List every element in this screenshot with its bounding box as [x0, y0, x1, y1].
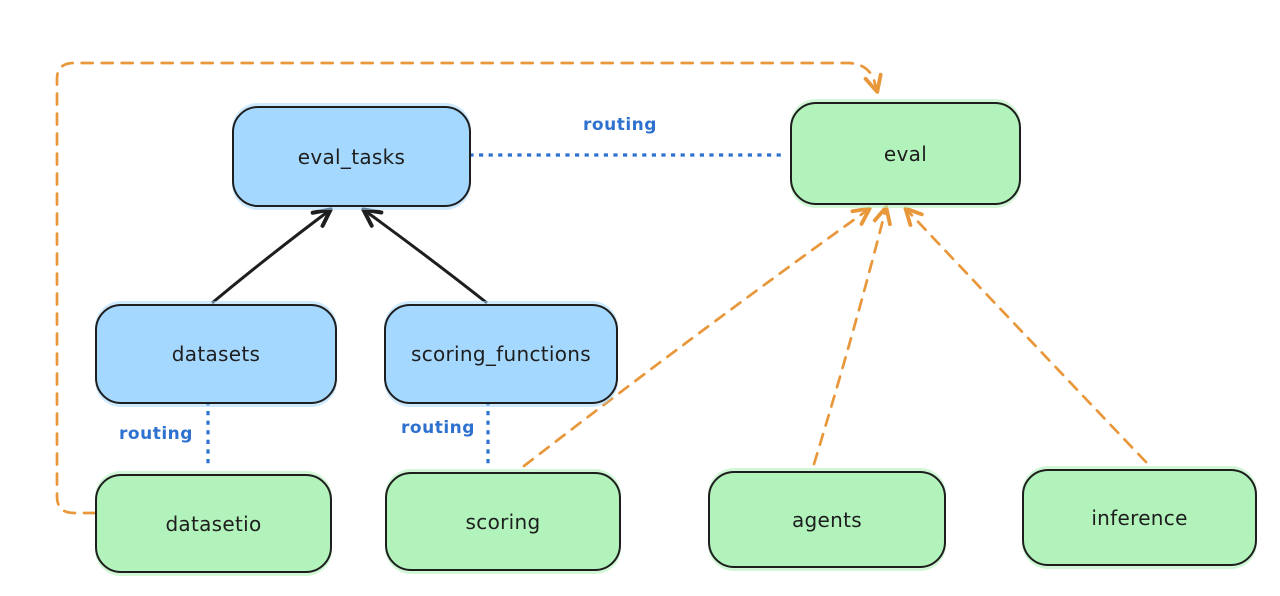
node-scoring: scoring	[385, 472, 621, 571]
edge-agents-to-eval	[812, 205, 892, 466]
node-eval-tasks-label: eval_tasks	[297, 144, 406, 169]
edge-datasetio-to-eval	[55, 61, 883, 515]
node-inference-label: inference	[1091, 505, 1188, 530]
node-datasetio: datasetio	[95, 474, 332, 573]
node-eval-tasks: eval_tasks	[232, 106, 471, 207]
routing-label-scoring: routing	[401, 418, 475, 438]
routing-label-datasetio: routing	[119, 424, 193, 444]
node-datasetio-label: datasetio	[165, 511, 262, 536]
node-inference: inference	[1022, 469, 1257, 566]
node-scoring-label: scoring	[465, 509, 541, 534]
node-eval-label: eval	[883, 141, 928, 166]
node-scoring-functions-label: scoring_functions	[410, 342, 592, 366]
node-eval: eval	[790, 102, 1021, 205]
node-datasets: datasets	[95, 304, 337, 404]
node-datasets-label: datasets	[171, 342, 261, 366]
edge-scoring-functions-to-eval-tasks	[361, 207, 488, 305]
node-agents: agents	[708, 471, 946, 568]
routing-label-eval: routing	[583, 115, 657, 135]
node-agents-label: agents	[792, 507, 862, 532]
edge-inference-to-eval	[903, 206, 1148, 464]
edge-datasets-to-eval-tasks	[211, 207, 333, 305]
edge-scoring-to-eval	[522, 206, 872, 468]
node-scoring-functions: scoring_functions	[384, 304, 618, 404]
